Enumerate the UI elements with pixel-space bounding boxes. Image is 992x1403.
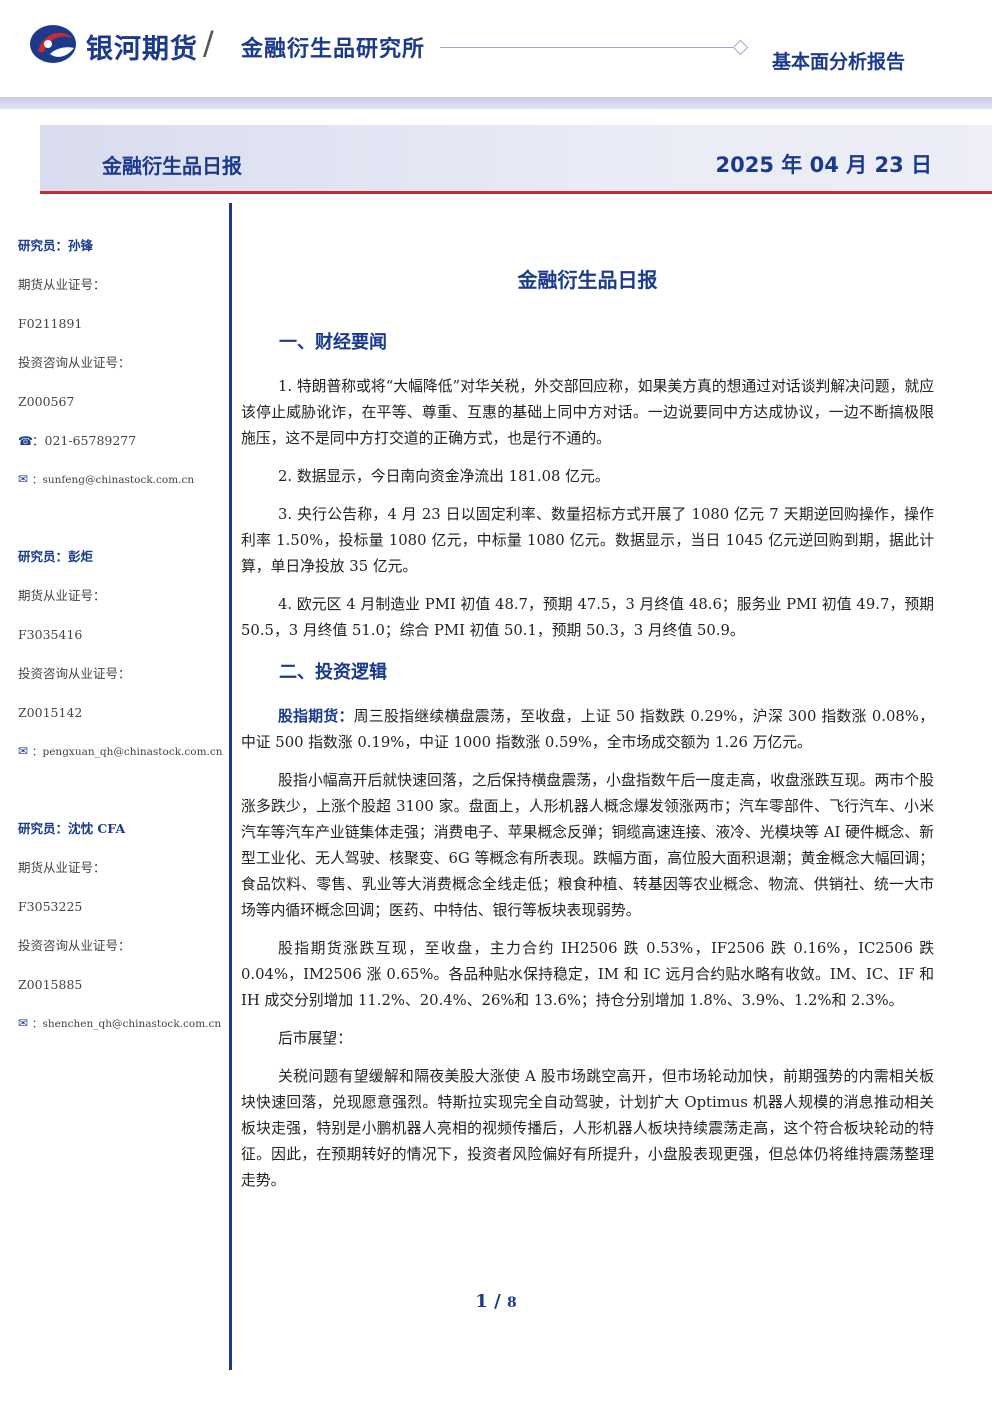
- news-item: 3. 央行公告称，4 月 23 日以固定利率、数量招标方式开展了 1080 亿元…: [241, 506, 934, 575]
- email-icon: ✉: [18, 472, 29, 486]
- market-review-paragraph: 股指小幅高开后就快速回落，之后保持横盘震荡，小盘指数午后一度走高，收盘涨跌互现。…: [241, 772, 934, 919]
- analyst-name: 研究员：孙锋: [18, 238, 94, 253]
- document-title: 金融衍生品日报: [517, 268, 658, 292]
- consult-license-id: Z0015142: [18, 705, 83, 720]
- current-page: 1: [475, 1291, 488, 1312]
- analyst-name: 研究员：彭炬: [18, 549, 94, 564]
- news-item: 1. 特朗普称或将“大幅降低”对华关税，外交部回应称，如果美方真的想通过对话谈判…: [241, 378, 934, 447]
- brand-name: 银河期货: [86, 34, 198, 65]
- futures-contract-paragraph: 股指期货涨跌互现，至收盘，主力合约 IH2506 跌 0.53%，IF2506 …: [241, 940, 934, 1009]
- index-futures-text: 周三股指继续横盘震荡，至收盘，上证 50 指数跌 0.29%，沪深 300 指数…: [241, 708, 934, 751]
- section-heading-logic: 二、投资逻辑: [279, 662, 387, 683]
- email-row: ✉：pengxuan_qh@chinastock.com.cn: [18, 732, 223, 771]
- report-date: 2025 年 04 月 23 日: [715, 153, 932, 177]
- analyst-card: 研究员：孙锋 期货从业证号： F0211891 投资咨询从业证号： Z00056…: [18, 226, 223, 499]
- analyst-card: 研究员：彭炬 期货从业证号： F3035416 投资咨询从业证号： Z00151…: [18, 537, 223, 771]
- email-icon: ✉: [18, 744, 29, 758]
- brand-separator: /: [203, 24, 214, 62]
- consult-license-label: 投资咨询从业证号：: [18, 666, 131, 681]
- phone-row: ☎：021-65789277: [18, 421, 223, 460]
- header-rule: [440, 47, 735, 48]
- page-separator: /: [487, 1291, 507, 1312]
- outlook-label: 后市展望：: [278, 1030, 352, 1047]
- analyst-name: 研究员：沈忱 CFA: [18, 821, 126, 836]
- sidebar-divider: [229, 203, 232, 1370]
- email-row: ✉：sunfeng@chinastock.com.cn: [18, 460, 223, 499]
- news-item: 2. 数据显示，今日南向资金净流出 181.08 亿元。: [278, 468, 610, 485]
- banner-accent-line: [40, 191, 992, 194]
- consult-license-id: Z000567: [18, 394, 75, 409]
- outlook-paragraph: 关税问题有望缓解和隔夜美股大涨使 A 股市场跳空高开，但市场轮动加快，前期强势的…: [241, 1068, 934, 1189]
- galaxy-logo-icon: [30, 25, 76, 63]
- futures-license-label: 期货从业证号：: [18, 860, 106, 875]
- email-address[interactable]: ：shenchen_qh@chinastock.com.cn: [32, 1018, 222, 1030]
- analyst-sidebar: 研究员：孙锋 期货从业证号： F0211891 投资咨询从业证号： Z00056…: [18, 226, 223, 1081]
- page-number: 1 / 8: [0, 1291, 992, 1312]
- consult-license-id: Z0015885: [18, 977, 83, 992]
- report-body: 金融衍生品日报 一、财经要闻 1. 特朗普称或将“大幅降低”对华关税，外交部回应…: [241, 262, 934, 1206]
- header-diamond-icon: [732, 39, 749, 56]
- futures-license-label: 期货从业证号：: [18, 588, 106, 603]
- report-type: 基本面分析报告: [772, 51, 906, 73]
- header-band: [0, 97, 992, 109]
- consult-license-label: 投资咨询从业证号：: [18, 938, 131, 953]
- email-row: ✉：shenchen_qh@chinastock.com.cn: [18, 1004, 223, 1043]
- email-address[interactable]: ：sunfeng@chinastock.com.cn: [32, 474, 195, 486]
- futures-license-id: F3053225: [18, 899, 83, 914]
- total-pages: 8: [506, 1295, 517, 1311]
- section-heading-news: 一、财经要闻: [279, 332, 387, 353]
- futures-license-label: 期货从业证号：: [18, 277, 106, 292]
- index-futures-summary: 股指期货：周三股指继续横盘震荡，至收盘，上证 50 指数跌 0.29%，沪深 3…: [241, 704, 934, 756]
- title-banner: [40, 125, 992, 191]
- consult-license-label: 投资咨询从业证号：: [18, 355, 131, 370]
- phone-number: ：021-65789277: [32, 433, 137, 448]
- institute-name: 金融衍生品研究所: [241, 37, 426, 62]
- email-icon: ✉: [18, 1016, 29, 1030]
- futures-license-id: F3035416: [18, 627, 83, 642]
- banner-title: 金融衍生品日报: [102, 154, 242, 178]
- page-header: 银河期货 / 金融衍生品研究所 基本面分析报告: [0, 0, 992, 109]
- phone-icon: ☎: [18, 434, 33, 448]
- analyst-card: 研究员：沈忱 CFA 期货从业证号： F3053225 投资咨询从业证号： Z0…: [18, 809, 223, 1043]
- index-futures-label: 股指期货：: [278, 708, 354, 725]
- email-address[interactable]: ：pengxuan_qh@chinastock.com.cn: [32, 746, 223, 758]
- futures-license-id: F0211891: [18, 316, 83, 331]
- news-item: 4. 欧元区 4 月制造业 PMI 初值 48.7，预期 47.5，3 月终值 …: [241, 596, 934, 639]
